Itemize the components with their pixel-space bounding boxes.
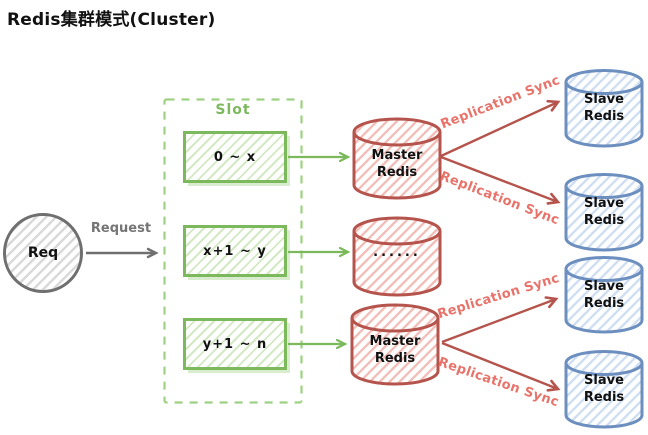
slave-redis-node-3: Slave Redis bbox=[563, 255, 645, 336]
database-cylinder-icon bbox=[564, 350, 644, 429]
slave-redis-label-1: Slave Redis bbox=[583, 92, 625, 124]
more-masters-ellipsis: ...... bbox=[373, 245, 421, 260]
slave-redis-node-4: Slave Redis bbox=[563, 349, 645, 431]
database-cylinder-icon bbox=[564, 173, 644, 252]
replication-arrow-3 bbox=[441, 296, 559, 344]
slot-range-x1-y: x+1 ~ y bbox=[183, 225, 287, 277]
slot-to-master2-arrow bbox=[288, 338, 348, 350]
slave-redis-label-2: Slave Redis bbox=[583, 196, 625, 228]
database-cylinder-icon bbox=[350, 303, 440, 386]
slave-redis-label-3: Slave Redis bbox=[583, 279, 625, 311]
master-redis-label-2: Master Redis bbox=[369, 334, 421, 366]
replication-arrow-2 bbox=[440, 155, 561, 205]
slot-range-y1-n: y+1 ~ n bbox=[183, 318, 287, 370]
slot-to-master1-arrow bbox=[288, 151, 351, 163]
more-masters-node: ...... bbox=[351, 215, 443, 299]
request-arrow-label: Request bbox=[90, 221, 152, 236]
database-cylinder-icon bbox=[352, 117, 442, 200]
master-redis-node-2: Master Redis bbox=[349, 302, 441, 388]
slave-redis-node-2: Slave Redis bbox=[563, 172, 645, 254]
master-redis-node-1: Master Redis bbox=[351, 116, 443, 202]
slot-range-0-x: 0 ~ x bbox=[183, 131, 287, 183]
slave-redis-node-1: Slave Redis bbox=[563, 68, 645, 150]
request-arrow bbox=[86, 247, 159, 259]
circle-icon bbox=[3, 213, 83, 293]
slot-to-middle-arrow bbox=[288, 246, 351, 258]
slave-redis-label-4: Slave Redis bbox=[583, 373, 625, 405]
diagram-title: Redis集群模式(Cluster) bbox=[7, 10, 216, 30]
request-node-label: Req bbox=[27, 245, 59, 261]
database-cylinder-icon bbox=[352, 216, 442, 297]
request-node: Req bbox=[1, 211, 85, 295]
database-cylinder-icon bbox=[564, 69, 644, 148]
slot-label: Slot bbox=[215, 102, 251, 118]
replication-arrow-1 bbox=[440, 99, 561, 158]
replication-arrow-4 bbox=[441, 341, 561, 392]
master-redis-label-1: Master Redis bbox=[371, 148, 423, 180]
database-cylinder-icon bbox=[564, 256, 644, 334]
